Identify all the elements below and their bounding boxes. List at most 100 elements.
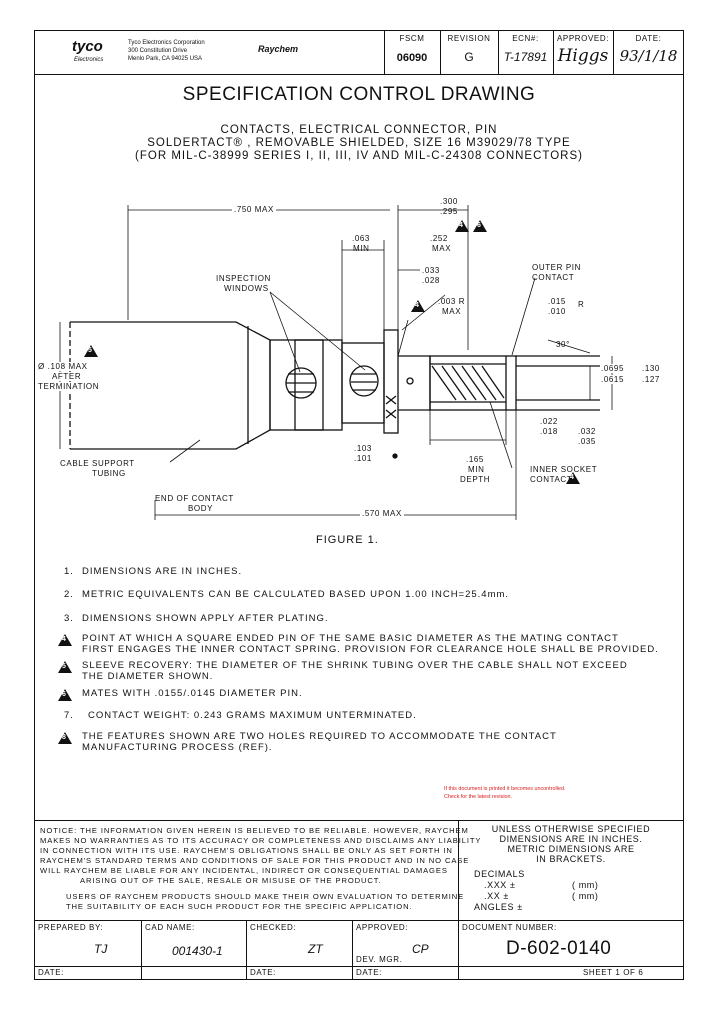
title-line-2: SOLDERTACT® , REMOVABLE SHIELDED, SIZE 1… (147, 137, 571, 149)
legal-line: WILL RAYCHEM BE LIABLE FOR ANY INCIDENTA… (40, 866, 448, 875)
revision-label: REVISION (447, 34, 491, 43)
dim-130: .130 (642, 364, 660, 373)
end-contact-label-2: BODY (188, 504, 214, 513)
fscm-value: 06090 (396, 52, 428, 64)
tol-line-1: UNLESS OTHERWISE SPECIFIED (491, 824, 651, 834)
ecn-value: T-17891 (503, 50, 548, 64)
dia-label: Ø .108 MAX (38, 362, 88, 371)
inspection-label: INSPECTION (216, 274, 271, 283)
legal-line: THE SUITABILITY OF EACH SUCH PRODUCT FOR… (66, 902, 413, 911)
dim-165: .165 (466, 455, 484, 464)
flag-triangle: 4 (566, 472, 580, 484)
note-2-num: 2. (64, 589, 74, 600)
uncontrolled-stamp-2: Check for the latest revision. (444, 794, 513, 800)
dim-063-min: MIN (353, 244, 370, 253)
dim-032: .032 (578, 427, 596, 436)
legal-line: RAYCHEM'S STANDARD TERMS AND CONDITIONS … (40, 856, 470, 865)
approved-tb-label: APPROVED: (356, 923, 409, 932)
logo-sub: Electronics (74, 57, 104, 63)
tb-div-2 (246, 920, 247, 980)
dim-0615: .0615 (601, 375, 625, 384)
dim-overall: .750 MAX (232, 205, 276, 214)
sheet-number: SHEET 1 OF 6 (583, 968, 644, 977)
dim-295: .295 (440, 207, 458, 216)
tb-mid (34, 966, 684, 967)
dim-015: .015 (548, 297, 566, 306)
dia-termination: TERMINATION (38, 382, 100, 391)
dim-033: .033 (422, 266, 440, 275)
dim-103: .103 (354, 444, 372, 453)
approved-signature: Higgs (557, 46, 609, 66)
note-4-flag: 4 (58, 634, 72, 646)
note-3-num: 3. (64, 613, 74, 624)
hdr-div-2 (440, 30, 441, 74)
figure-caption: FIGURE 1. (316, 534, 379, 546)
note-1: DIMENSIONS ARE IN INCHES. (82, 566, 243, 577)
date-2: DATE: (250, 968, 276, 977)
hdr-div-3 (498, 30, 499, 74)
checked-label: CHECKED: (250, 923, 297, 932)
legal-divider (458, 820, 459, 920)
hdr-div-5 (613, 30, 614, 74)
date-value: 93/1/18 (619, 47, 678, 65)
uncontrolled-stamp: If this document is printed it becomes u… (444, 786, 566, 792)
hdr-bottom (34, 74, 684, 75)
dim-015-r: R (578, 300, 585, 309)
legal-line: MAKES NO WARRANTIES AS TO ITS ACCURACY O… (40, 836, 482, 845)
prepared-value: TJ (94, 942, 108, 956)
note-5: SLEEVE RECOVERY: THE DIAMETER OF THE SHR… (82, 660, 628, 671)
end-contact-label: END OF CONTACT (155, 494, 234, 503)
title-line-3: (FOR MIL-C-38999 SERIES I, II, III, IV A… (135, 150, 583, 162)
hdr-div-1 (384, 30, 385, 74)
date-1: DATE: (38, 968, 64, 977)
date-3: DATE: (356, 968, 382, 977)
ecn-label: ECN#: (512, 34, 539, 43)
note-3: DIMENSIONS SHOWN APPLY AFTER PLATING. (82, 613, 329, 624)
dim-035: .035 (578, 437, 596, 446)
dim-010: .010 (548, 307, 566, 316)
hdr-div-4 (553, 30, 554, 74)
dim-252-max: MAX (432, 244, 452, 253)
legal-line: NOTICE: THE INFORMATION GIVEN HEREIN IS … (40, 826, 469, 835)
cad-label: CAD NAME: (145, 923, 195, 932)
dim-003r: .003 R (438, 297, 466, 306)
legal-line: IN CONNECTION WITH ITS USE. RAYCHEM'S OB… (40, 846, 453, 855)
flag-triangle: 4 (455, 220, 469, 232)
dim-028: .028 (422, 276, 440, 285)
tol-xx: .XX ± (484, 891, 509, 901)
tol-mm-1: ( mm) (572, 880, 599, 890)
dim-165-depth: DEPTH (460, 475, 491, 484)
dim-003-max: MAX (442, 307, 462, 316)
tol-decimals: DECIMALS (474, 869, 525, 879)
date-label: DATE: (635, 34, 662, 43)
company-line-3: Menlo Park, CA 94025 USA (128, 56, 203, 62)
note-1-num: 1. (64, 566, 74, 577)
legal-line: ARISING OUT OF THE SALE, RESALE OR MISUS… (80, 876, 382, 885)
dim-127: .127 (642, 375, 660, 384)
dim-022: .022 (540, 417, 558, 426)
note-4-cont: FIRST ENGAGES THE INNER CONTACT SPRING. … (82, 644, 659, 655)
angle-label: 30° (556, 340, 570, 349)
legal-line: USERS OF RAYCHEM PRODUCTS SHOULD MAKE TH… (66, 892, 465, 901)
tyco-logo: tyco (72, 38, 103, 55)
contact-drawing (59, 205, 613, 520)
prepared-label: PREPARED BY: (38, 923, 104, 932)
approved-label: APPROVED: (556, 34, 610, 43)
cad-value: 001430-1 (172, 944, 223, 958)
flag-triangle: 5 (84, 345, 98, 357)
note-6-flag: 6 (58, 689, 72, 701)
dim-063: .063 (352, 234, 370, 243)
flag-triangle: 4 (411, 300, 425, 312)
inner-socket-label: INNER SOCKET (530, 465, 598, 474)
note-7-num: 7. (64, 710, 74, 721)
checked-value: ZT (308, 942, 323, 956)
tol-xxx: .XXX ± (484, 880, 516, 890)
company-line-1: Tyco Electronics Corporation (128, 40, 205, 46)
cable-support-label: CABLE SUPPORT (60, 459, 135, 468)
docnum-value: D-602-0140 (506, 938, 612, 959)
note-2: METRIC EQUIVALENTS CAN BE CALCULATED BAS… (82, 589, 510, 600)
cable-support-label-2: TUBING (92, 469, 126, 478)
note-4: POINT AT WHICH A SQUARE ENDED PIN OF THE… (82, 633, 619, 644)
docnum-label: DOCUMENT NUMBER: (462, 923, 557, 932)
tol-angles: ANGLES ± (474, 902, 523, 912)
